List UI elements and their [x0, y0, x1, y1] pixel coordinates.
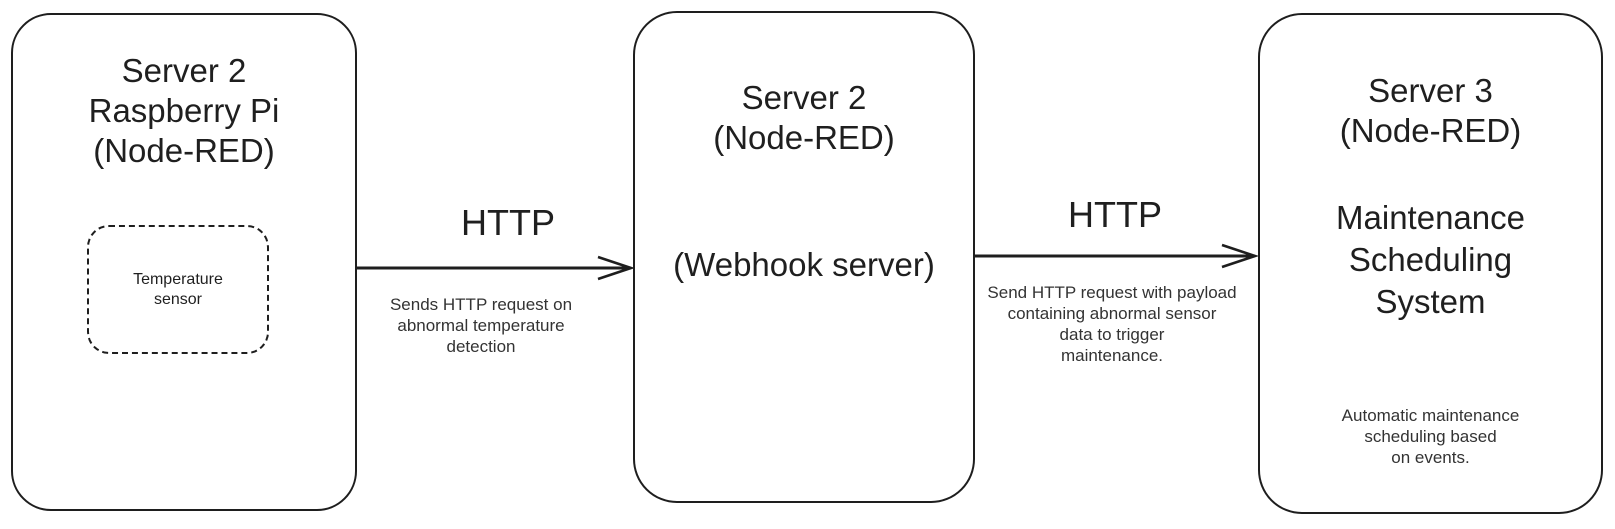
edge2-arrowhead-icon — [1221, 243, 1258, 269]
edge2-description: Send HTTP request with payload containin… — [987, 283, 1237, 365]
node-server3-subtitle: Maintenance Scheduling System — [1336, 199, 1525, 320]
edge1-http-label: HTTP — [461, 202, 555, 243]
temperature-sensor-box: Temperature sensor — [87, 225, 269, 354]
edge1-arrow — [357, 255, 634, 281]
node-server2-raspberry-pi-title: Server 2 Raspberry Pi (Node-RED) — [88, 52, 280, 169]
node-server2-webhook-subtitle: (Webhook server) — [673, 246, 935, 283]
node-server3-title: Server 3 (Node-RED) — [1339, 72, 1522, 149]
edge1-arrowhead-icon — [597, 255, 634, 281]
node-server3-note: Automatic maintenance scheduling based o… — [1341, 406, 1520, 467]
temperature-sensor-label: Temperature sensor — [133, 270, 223, 308]
edge2-http-label: HTTP — [1068, 194, 1162, 235]
edge2-arrow — [975, 243, 1258, 269]
node-server2-webhook: Server 2 (Node-RED) (Webhook server) — [633, 11, 975, 503]
node-server3-maintenance: Server 3 (Node-RED) Maintenance Scheduli… — [1258, 13, 1603, 514]
node-server2-webhook-title: Server 2 (Node-RED) — [713, 79, 895, 156]
node-server2-raspberry-pi: Server 2 Raspberry Pi (Node-RED) Tempera… — [11, 13, 357, 511]
edge1-description: Sends HTTP request on abnormal temperatu… — [389, 295, 573, 356]
